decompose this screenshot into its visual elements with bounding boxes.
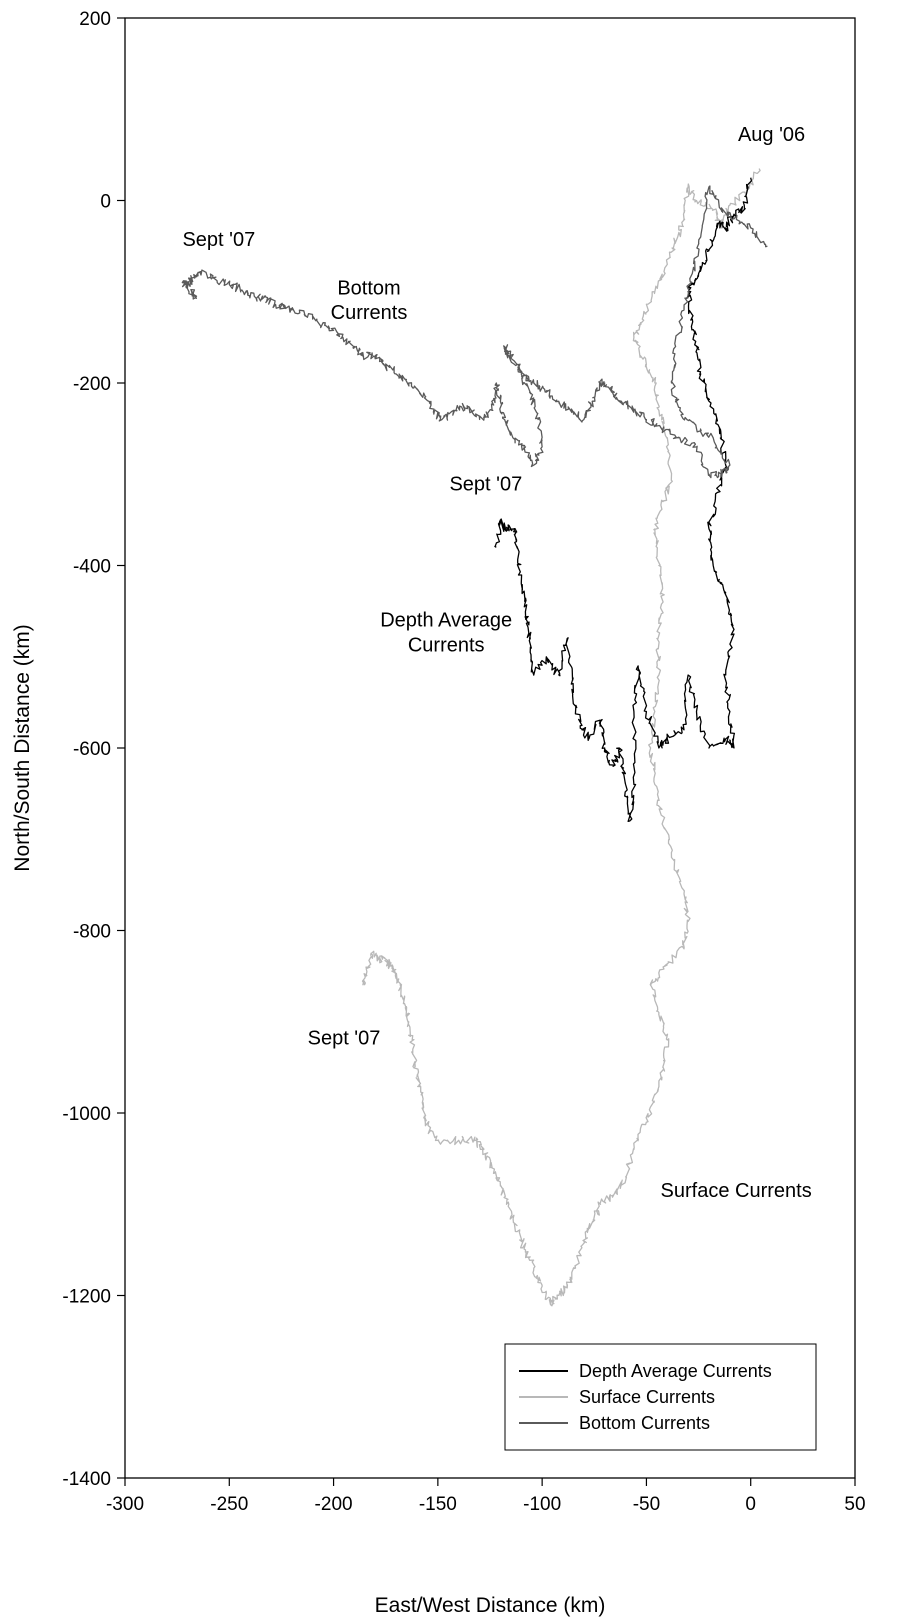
x-tick-label: 0 [745, 1494, 756, 1515]
series-layer [181, 168, 768, 1307]
y-tick-label: -600 [73, 739, 111, 760]
y-axis-ticks: 200 0 -200 -400 -600 -800 -1000 -1200 -1400 [62, 9, 125, 1490]
y-axis-title: North/South Distance (km) [11, 624, 34, 871]
y-tick-label: 0 [100, 192, 111, 213]
x-axis-title: East/West Distance (km) [375, 1594, 606, 1617]
y-tick-label: -1200 [62, 1287, 111, 1308]
x-axis-ticks: -300 -250 -200 -150 -100 -50 0 50 [106, 1478, 866, 1515]
series-line-surface-currents [361, 168, 761, 1307]
y-tick-label: -1000 [62, 1104, 111, 1125]
annotation-label: Bottom [337, 277, 400, 299]
y-tick-label: 200 [79, 9, 111, 30]
x-tick-label: -250 [210, 1494, 248, 1515]
plot-area: -300 -250 -200 -150 -100 -50 0 50 200 0 -200 -400 -… [62, 9, 865, 1515]
annotation-label: Depth Average [380, 610, 512, 632]
series-line-bottom-currents [181, 185, 768, 479]
legend-label: Bottom Currents [579, 1413, 710, 1433]
annotation-label: Aug '06 [738, 124, 805, 146]
y-tick-label: -800 [73, 922, 111, 943]
legend-label: Depth Average Currents [579, 1361, 772, 1381]
annotation-label: Surface Currents [661, 1180, 812, 1202]
annotation-label: Sept '07 [308, 1028, 381, 1050]
series-line-depth-average-currents [494, 177, 753, 823]
y-tick-label: -400 [73, 557, 111, 578]
y-tick-label: -1400 [62, 1469, 111, 1490]
annotation-label: Sept '07 [182, 229, 255, 251]
annotation-label: Sept '07 [449, 474, 522, 496]
x-tick-label: -50 [633, 1494, 660, 1515]
legend-label: Surface Currents [579, 1387, 715, 1407]
x-tick-label: -100 [523, 1494, 561, 1515]
annotation-label: Currents [408, 634, 485, 656]
x-tick-label: -300 [106, 1494, 144, 1515]
x-tick-label: -150 [419, 1494, 457, 1515]
x-tick-label: 50 [844, 1494, 865, 1515]
x-tick-label: -200 [315, 1494, 353, 1515]
annotation-label: Currents [331, 302, 408, 324]
y-tick-label: -200 [73, 374, 111, 395]
